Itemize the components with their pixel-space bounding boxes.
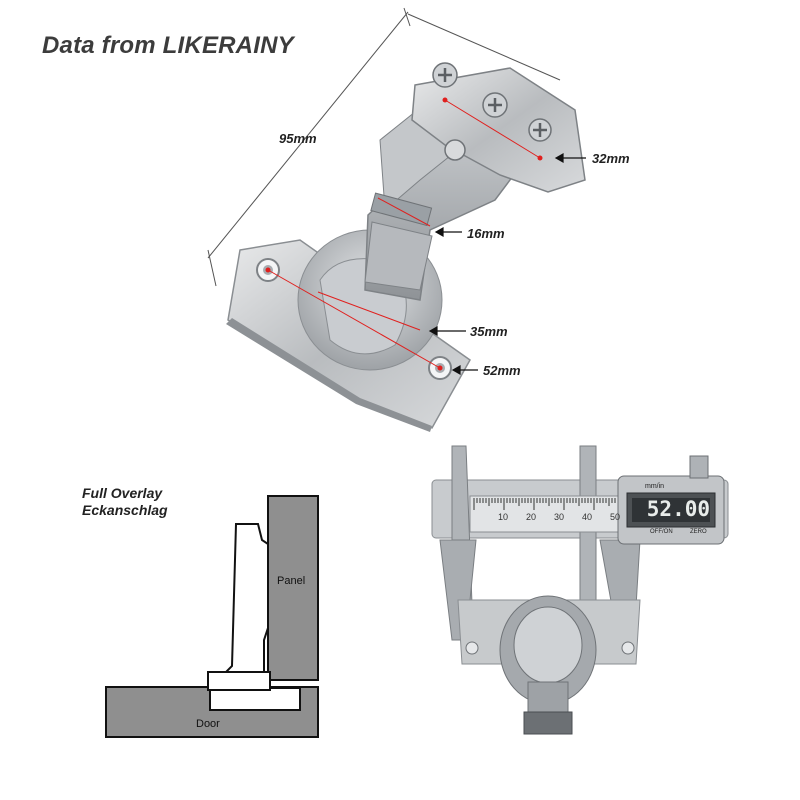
dimension-cup-label: 35mm — [470, 324, 508, 339]
dimension-arm-label: 16mm — [467, 226, 505, 241]
door-label: Door — [196, 718, 220, 730]
caliper-scale-number: 40 — [582, 512, 593, 522]
caliper-zero-button[interactable]: ZERO — [690, 529, 707, 535]
caliper-photo — [431, 445, 729, 735]
caliper-scale: 10 20 30 40 50 — [470, 512, 620, 524]
panel-label: Panel — [277, 575, 306, 587]
caliper-scale-number: 10 — [498, 512, 509, 522]
overlay-caption-line1: Full Overlay — [82, 485, 163, 501]
overlay-diagram — [105, 495, 319, 738]
dimension-plate-label: 52mm — [483, 363, 521, 378]
overlay-caption-line2: Eckanschlag — [82, 502, 168, 518]
caliper-brand: mm/in — [645, 483, 665, 490]
page-title: Data from LIKERAINY — [42, 32, 294, 59]
caliper-scale-number: 30 — [554, 512, 565, 522]
dimension-length-label: 95mm — [279, 131, 317, 146]
caliper-reading: 52.00 — [646, 497, 710, 521]
dimension-mount-label: 32mm — [592, 151, 630, 166]
hinge-mount-plate — [411, 62, 586, 193]
caliper-scale-number: 50 — [610, 512, 621, 522]
caliper-scale-number: 20 — [526, 512, 537, 522]
caliper-onoff-button[interactable]: OFF/ON — [650, 529, 673, 535]
